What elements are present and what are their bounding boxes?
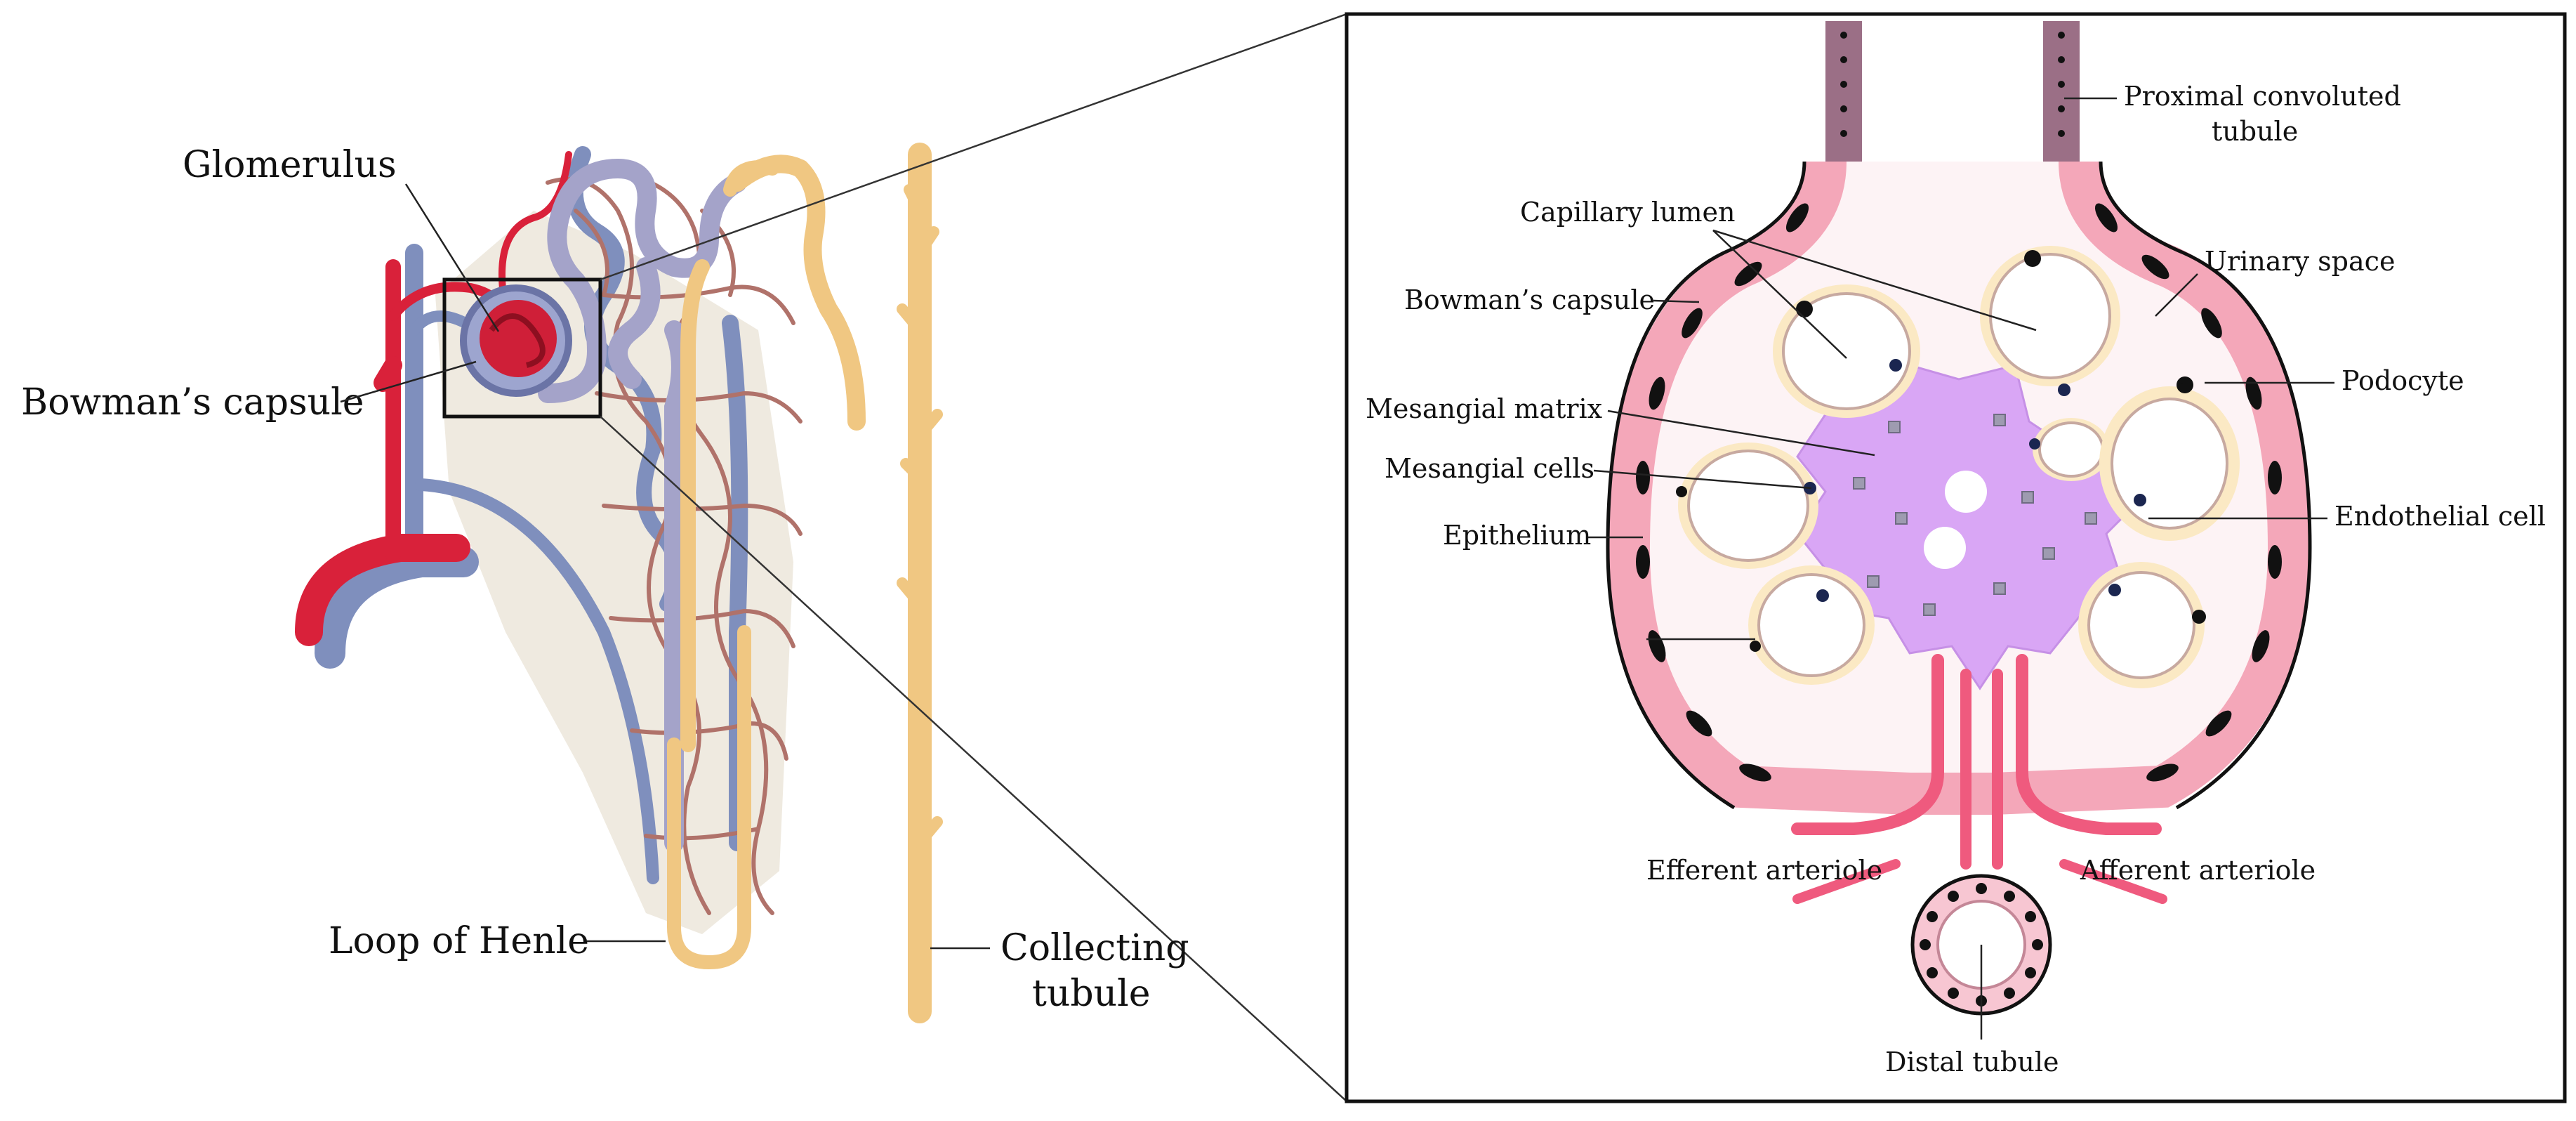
renal-corpuscle [1606, 21, 2312, 1016]
label-collecting-tubule-2: tubule [1032, 973, 1151, 1015]
nephron-tubule [667, 155, 866, 970]
afferent-arteriole-vessel [2016, 654, 2162, 835]
arterioles [1791, 654, 2167, 904]
proximal-tubule-left [1825, 21, 1862, 162]
zoom-connector-top [600, 13, 1347, 281]
nephron-illustration [295, 143, 943, 1023]
leader-bowmans-capsule-left [340, 360, 477, 403]
capillary-loop [2078, 562, 2206, 688]
mesangium-lumen-1 [1945, 471, 1987, 513]
leader-capillary-lumen-b [1712, 229, 2037, 332]
capillary-loops [1676, 246, 2240, 688]
leader-mesangial-cells [1593, 469, 1812, 490]
efferent-arteriole-vessel [1791, 654, 1944, 835]
capillary-loop [1773, 284, 1920, 418]
proximal-tubule-nuclei [1840, 32, 2065, 137]
mesangial-cells [1853, 414, 2097, 616]
collecting-tubule [897, 143, 943, 1023]
label-glomerulus: Glomerulus [183, 144, 397, 186]
capillary-loop [2099, 376, 2240, 541]
label-epithelium: Epithelium [1443, 520, 1591, 551]
glomerulus-knot [460, 284, 572, 397]
label-proximal-tubule-1: Proximal convoluted [2124, 81, 2401, 112]
label-loop-of-henle: Loop of Henle [329, 920, 589, 962]
label-efferent-arteriole: Efferent arteriole [1646, 855, 1882, 886]
label-bowmans-capsule-right: Bowman’s capsule [1404, 284, 1655, 315]
label-collecting-tubule-1: Collecting [1000, 927, 1189, 969]
mesangium-lumen-2 [1924, 527, 1966, 569]
label-bowmans-capsule-left: Bowman’s capsule [21, 381, 364, 424]
label-capillary-lumen: Capillary lumen [1520, 197, 1736, 228]
leader-capillary-lumen-a [1712, 230, 1847, 359]
leader-bowmans-capsule-right [1653, 299, 1700, 303]
label-afferent-arteriole: Afferent arteriole [2080, 855, 2316, 886]
capillary-loop [2029, 418, 2110, 481]
label-distal-tubule: Distal tubule [1885, 1047, 2059, 1077]
leader-glomerulus [404, 183, 500, 332]
capillary-loop [1748, 565, 1875, 685]
leader-mesangial-matrix [1607, 409, 1875, 457]
proximal-tubule-right [2043, 21, 2080, 162]
zoom-box [442, 277, 602, 419]
zoom-connector-bottom [600, 416, 1347, 1102]
capillary-loop [1676, 442, 1818, 569]
bowmans-capsule-outline-right [2099, 161, 2312, 810]
podocyte-nucleus [2181, 383, 2183, 384]
leader-urinary-space [2155, 273, 2198, 317]
label-podocyte: Podocyte [2341, 365, 2464, 396]
label-mesangial-matrix: Mesangial matrix [1366, 393, 1602, 424]
bowmans-capsule-outline [1606, 161, 1806, 810]
label-endothelial-cell: Endothelial cell [2334, 501, 2546, 532]
label-urinary-space: Urinary space [2205, 246, 2395, 277]
label-proximal-tubule-2: tubule [2212, 116, 2298, 147]
label-mesangial-cells: Mesangial cells [1385, 453, 1594, 484]
epithelial-nuclei [1636, 203, 2282, 782]
